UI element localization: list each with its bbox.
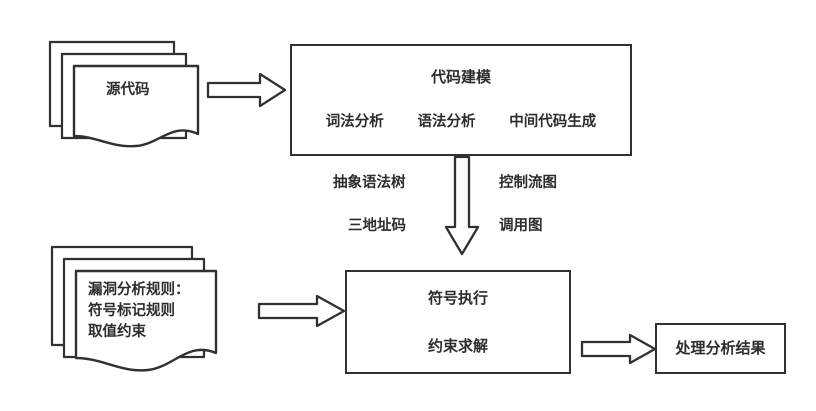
stage-lexical-analysis: 词法分析: [325, 114, 384, 131]
rules-document-stack: 漏洞分析规则： 符号标记规则 取值约束: [50, 245, 225, 380]
source-code-label: 源代码: [106, 82, 150, 98]
rules-line-3: 取值约束: [88, 324, 146, 341]
label-call-graph: 调用图: [499, 218, 543, 234]
result-label: 处理分析结果: [675, 339, 766, 358]
symbolic-execution-box: 符号执行 约束求解: [345, 270, 571, 374]
constraint-solving-label: 约束求解: [427, 337, 488, 355]
label-three-address-code: 三地址码: [348, 218, 406, 234]
rules-line-1: 漏洞分析规则：: [88, 282, 190, 298]
arrow-modeling-to-symbolic-icon: [444, 155, 480, 256]
arrow-source-to-modeling-icon: [206, 72, 287, 108]
code-modeling-title: 代码建模: [430, 68, 491, 87]
document-stack-icon: [48, 40, 200, 148]
arrow-rules-to-symbolic-icon: [257, 294, 346, 328]
stage-syntax-analysis: 语法分析: [417, 114, 476, 131]
rules-line-2: 符号标记规则: [88, 303, 175, 320]
code-modeling-box: 代码建模 词法分析 语法分析 中间代码生成: [290, 44, 632, 156]
document-stack-icon: [50, 245, 218, 372]
stage-intermediate-code-generation: 中间代码生成: [509, 114, 597, 131]
result-box: 处理分析结果: [655, 323, 786, 374]
rules-text-block: 漏洞分析规则： 符号标记规则 取值约束: [88, 280, 190, 343]
label-control-flow-graph: 控制流图: [499, 175, 557, 191]
source-code-document-stack: 源代码: [48, 40, 208, 150]
label-abstract-syntax-tree: 抽象语法树: [333, 175, 406, 191]
code-modeling-stages: 词法分析 语法分析 中间代码生成: [292, 113, 630, 133]
symbolic-execution-label: 符号执行: [427, 288, 488, 307]
arrow-symbolic-to-result-icon: [580, 333, 657, 365]
